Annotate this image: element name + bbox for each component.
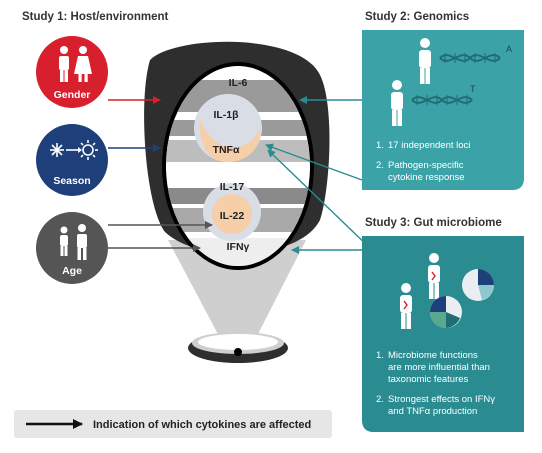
season-circle: Season [36,124,108,196]
people-icon [391,38,431,126]
microbiome-item1-num: 1. [376,350,384,361]
child-adult-icon [60,224,87,260]
cytokine-ifng: IFNγ [227,241,250,253]
pie-chart-icon [430,269,494,328]
gender-label: Gender [54,89,91,101]
genomics-item2-l2: cytokine response [388,172,465,183]
genomics-item2-l1: Pathogen-specific [388,160,464,171]
microbiome-item2-num: 2. [376,394,384,405]
season-label: Season [53,175,90,187]
snowflake-sun-icon [50,140,98,160]
legend: Indication of which cytokines are affect… [14,410,332,438]
genomics-item1-num: 1. [376,140,384,151]
allele-a: A [506,44,512,54]
microbiome-item1-l1: Microbiome functions [388,350,478,361]
magnifier-dish [168,240,306,363]
microbiome-item2-l1: Strongest effects on IFNγ [388,394,495,405]
microbiome-people-icon [400,253,440,329]
genomics-arrow-tnfa [265,143,363,181]
age-label: Age [62,265,82,277]
cytokine-il22: IL-22 [220,210,245,222]
microbiome-panel: 1. Microbiome functions are more influen… [362,236,524,432]
microbiome-item2-l2: and TNFα production [388,406,477,417]
dna-helix-icon [411,54,501,104]
cytokine-il17: IL-17 [220,181,245,193]
study2-header: Study 2: Genomics [365,11,469,23]
man-woman-icon [59,46,92,82]
legend-text: Indication of which cytokines are affect… [93,419,311,431]
genomics-panel: A T 1. 17 independent loci 2. Pathogen-s… [362,30,524,190]
allele-t: T [470,84,476,94]
gender-circle: Gender [36,36,108,108]
microbiome-item1-l2: are more influential than [388,362,490,373]
study1-header: Study 1: Host/environment [22,11,168,23]
microbiome-item1-l3: taxonomic features [388,374,469,385]
dna-rungs [416,53,496,105]
genomics-item1: 17 independent loci [388,140,470,151]
cytokine-tnfa: TNFα [213,144,240,156]
study3-header: Study 3: Gut microbiome [365,217,502,229]
age-circle: Age [36,212,108,284]
cytokine-il1b: IL-1β [213,109,239,121]
microbiome-arrow-tnfa [267,149,373,251]
cytokine-oval [162,62,314,270]
cytokine-il6: IL-6 [229,77,248,89]
genomics-item2-num: 2. [376,160,384,171]
